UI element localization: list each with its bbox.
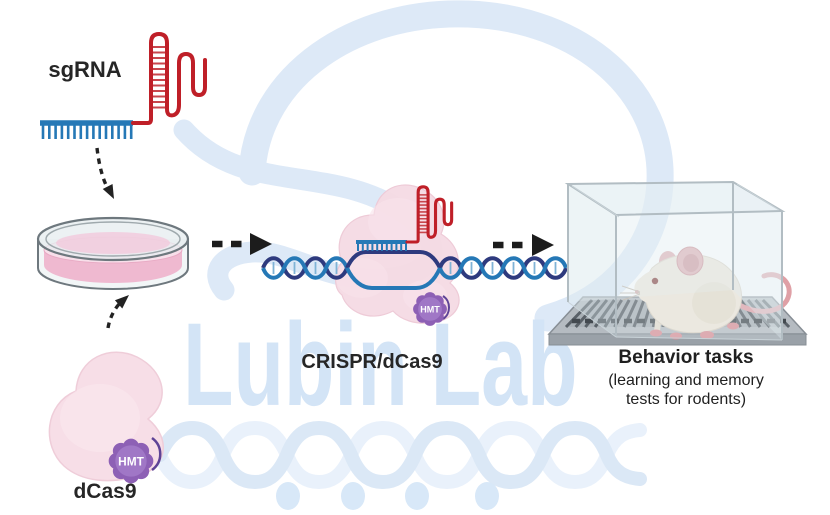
behavior-tasks-caption: Behavior tasks (learning and memory test…	[576, 347, 796, 410]
crispr-dcas9-complex-icon: HMT	[261, 184, 568, 326]
dna-helix-left-icon	[261, 256, 349, 280]
behavior-tasks-subtitle-line2: tests for rodents)	[625, 390, 747, 408]
mouse-icon	[620, 246, 792, 340]
hmt-label-dcas9: HMT	[118, 454, 144, 468]
behavior-tasks-title: Behavior tasks	[618, 347, 754, 368]
watermark-dots-icon	[276, 482, 499, 510]
flow-arrow-sgrna-to-dish-icon	[95, 147, 114, 199]
dcas9-protein-icon: HMT	[48, 351, 164, 484]
flow-arrow-dish-to-complex-icon	[212, 233, 272, 255]
flow-arrow-dcas9-to-dish-icon	[106, 295, 129, 329]
sgrna-label: sgRNA	[48, 57, 122, 82]
chamber-platform-edge	[548, 333, 807, 346]
hmt-domain-complex-icon: HMT	[413, 292, 447, 326]
dcas9-label: dCas9	[73, 480, 137, 503]
chamber-acrylic-box	[564, 180, 786, 341]
hmt-label-complex: HMT	[420, 304, 440, 314]
sgrna-molecule-icon	[40, 32, 207, 139]
watermark-dna-wave-icon	[153, 420, 647, 490]
sgrna-in-complex-icon	[356, 185, 454, 251]
dna-bubble-icon	[345, 250, 442, 290]
crispr-dcas9-label: CRISPR/dCas9	[301, 351, 443, 373]
behavior-tasks-subtitle-line1: (learning and memory	[608, 372, 764, 389]
hmt-domain-icon: HMT	[108, 438, 154, 484]
watermark-lab-name: Lubin Lab	[183, 299, 578, 431]
flow-arrow-complex-to-chamber-icon	[493, 234, 554, 256]
behavior-chamber-icon	[547, 180, 808, 346]
dna-helix-right-icon	[438, 256, 568, 280]
petri-dish-icon	[36, 216, 190, 290]
